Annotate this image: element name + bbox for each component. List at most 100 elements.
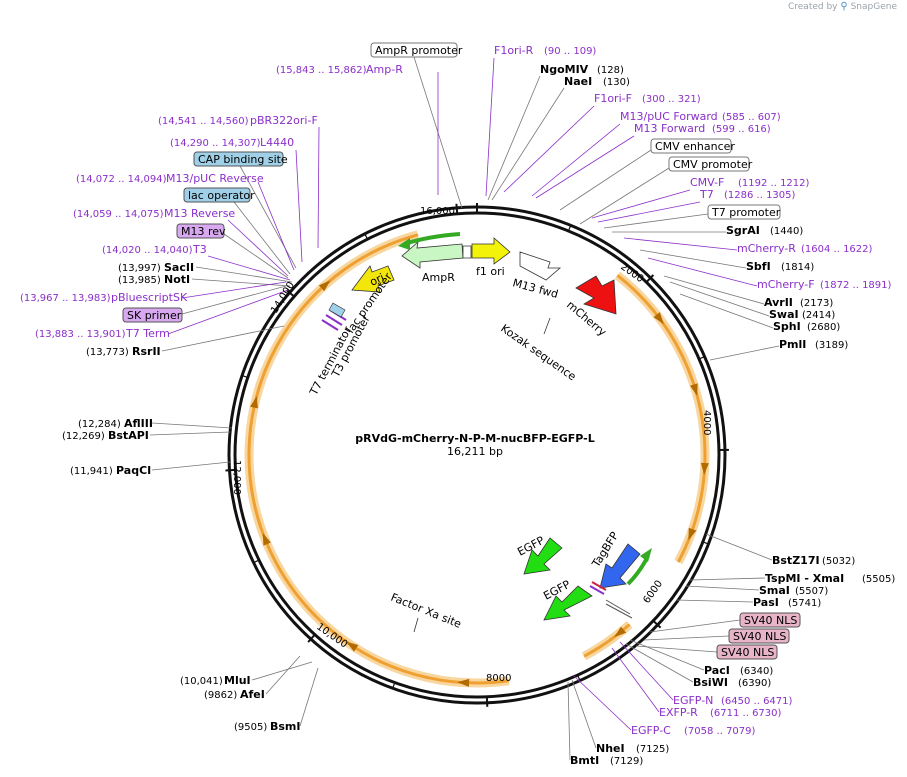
leader-line (239, 165, 297, 269)
leader-line (251, 661, 313, 681)
leader-line (295, 149, 303, 263)
enzyme-pmli-pos: (3189) (815, 340, 848, 351)
enzyme-naei-pos: (130) (603, 77, 630, 88)
feature-label-ori: ori (368, 271, 386, 289)
leader-line (579, 167, 670, 225)
orange-arc-arrowhead (318, 280, 331, 292)
enzyme-sbfi-pos: (1814) (781, 262, 814, 273)
orange-arc-arrowhead (262, 532, 271, 546)
enzyme-swai-pos: (2414) (802, 310, 835, 321)
leader-line (161, 325, 285, 352)
leader-line (679, 293, 774, 329)
enzyme-rsrii-pos: (13,773) (86, 347, 129, 358)
leader-line (223, 233, 289, 279)
leader-line (611, 647, 660, 713)
primer-m13puc-rev-pos: (14,072 .. 14,094) (76, 174, 167, 185)
primer-m13puc-rev-name: M13/pUC Reverse (166, 172, 264, 185)
leader-line (535, 135, 635, 199)
enzyme-afliii-pos: (12,284) (78, 419, 121, 430)
tick-label-6000: 6000 (641, 579, 665, 606)
ampr-feature-arrow (401, 240, 464, 269)
feature-label-m13-fwd: M13 fwd (511, 276, 559, 301)
primer-pbr322ori-f-pos: (14,541 .. 14,560) (158, 116, 249, 127)
primer-egfp-c-pos: (7058 .. 7079) (684, 726, 756, 737)
primer-amp-r-pos: (15,843 .. 15,862) (276, 65, 367, 76)
t7-promoter-label: T7 promoter (711, 206, 781, 219)
tick-label-4000: 4000 (701, 410, 712, 435)
tick-label-8000: 8000 (486, 673, 511, 684)
primer-t3-pos: (14,020 .. 14,040) (102, 245, 193, 256)
leader-line (503, 105, 595, 193)
sv40-nls-box-2 (728, 628, 790, 644)
green-right-arc-head (640, 548, 652, 562)
enzyme-paci-pos: (6340) (740, 666, 773, 677)
enzyme-ngomiv-pos: (128) (597, 65, 624, 76)
lac-operator-label: lac operator (188, 189, 255, 202)
leader-line (167, 289, 289, 335)
primer-mcherry-r-pos: (1604 .. 1622) (801, 244, 873, 255)
enzyme-ngomiv-name: NgoMIV (540, 63, 589, 76)
leader-line (181, 281, 287, 299)
enzyme-afliii-name: AflIII (124, 417, 153, 430)
enzyme-bstapi-pos: (12,269) (62, 431, 105, 442)
feature-label-factor-xa: Factor Xa site (389, 591, 463, 631)
orange-arc-arrowhead (690, 383, 698, 396)
enzyme-mlui-name: MluI (224, 674, 251, 687)
primer-f1ori-r-name: F1ori-R (494, 44, 534, 57)
enzyme-rsrii-name: RsrII (132, 345, 161, 358)
enzyme-bsiwi-name: BsiWI (693, 676, 728, 689)
leader-line (257, 181, 295, 271)
leader-line (265, 655, 301, 695)
leader-line (299, 667, 319, 727)
leader-line (689, 577, 766, 581)
enzyme-paci-name: PacI (704, 664, 730, 677)
leader-line (709, 345, 780, 361)
leader-line (531, 123, 621, 197)
primer-mcherry-f-name: mCherry-F (757, 278, 815, 291)
enzyme-bsmi-name: BsmI (270, 720, 301, 733)
leader-line (567, 681, 571, 761)
cmv-enhancer-box (650, 138, 732, 154)
primer-t7-term-name: T7 Term (125, 327, 170, 340)
enzyme-bmti-pos: (7129) (610, 756, 643, 767)
leader-line (487, 75, 541, 201)
tick-label-12000: 12,000 (231, 460, 242, 495)
tick-mark (285, 289, 295, 298)
tick-mark (698, 356, 705, 360)
enzyme-sgrai-name: SgrAI (726, 224, 760, 237)
lac-operator-box (183, 187, 251, 203)
leader-line (669, 281, 770, 317)
sv40-nls-label-2: SV40 NLS (733, 630, 786, 643)
enzyme-tspmi-xmai-name: TspMI - XmaI (765, 572, 844, 585)
leader-line (623, 237, 738, 251)
sv40-nls-cluster (589, 581, 633, 619)
f1-ori-feature-arrow (471, 237, 511, 265)
leader-line (227, 219, 289, 277)
primer-cmv-f-pos: (1192 .. 1212) (738, 178, 810, 189)
enzyme-pmli-name: PmlI (779, 338, 806, 351)
ampr-promoter-label: AmpR promoter (375, 44, 463, 57)
primer-pbr322ori-f-name: pBR322ori-F (250, 114, 318, 127)
sk-primer-box (122, 307, 183, 323)
m13-rev-label: M13 rev (181, 225, 226, 238)
enzyme-sacii-name: SacII (164, 261, 194, 274)
tick-mark (364, 233, 369, 240)
primer-egfp-c-name: EGFP-C (631, 724, 671, 737)
leader-line (149, 431, 231, 436)
leader-line (491, 87, 565, 201)
plasmid-name: pRVdG-mCherry-N-P-M-nucBFP-EGFP-L (355, 432, 594, 445)
primer-f1ori-f-name: F1ori-F (594, 92, 632, 105)
primer-pbluescriptsk-pos: (13,967 .. 13,983) (20, 293, 111, 304)
egfp-feature-arrow-lower (543, 585, 593, 621)
tick-mark (577, 674, 581, 681)
primer-m13-rev-pos: (14,059 .. 14,075) (73, 209, 164, 220)
enzyme-bstapi-name: BstAPI (108, 429, 149, 442)
enzyme-pasi-pos: (5741) (788, 598, 821, 609)
tick-mark (702, 541, 709, 545)
leader-line (685, 585, 760, 591)
feature-label-ampr: AmpR (422, 271, 455, 284)
primer-cmv-f-name: CMV-F (690, 176, 724, 189)
t7-lac-cluster (321, 302, 347, 331)
primer-t7-term-pos: (13,883 .. 13,901) (35, 329, 126, 340)
